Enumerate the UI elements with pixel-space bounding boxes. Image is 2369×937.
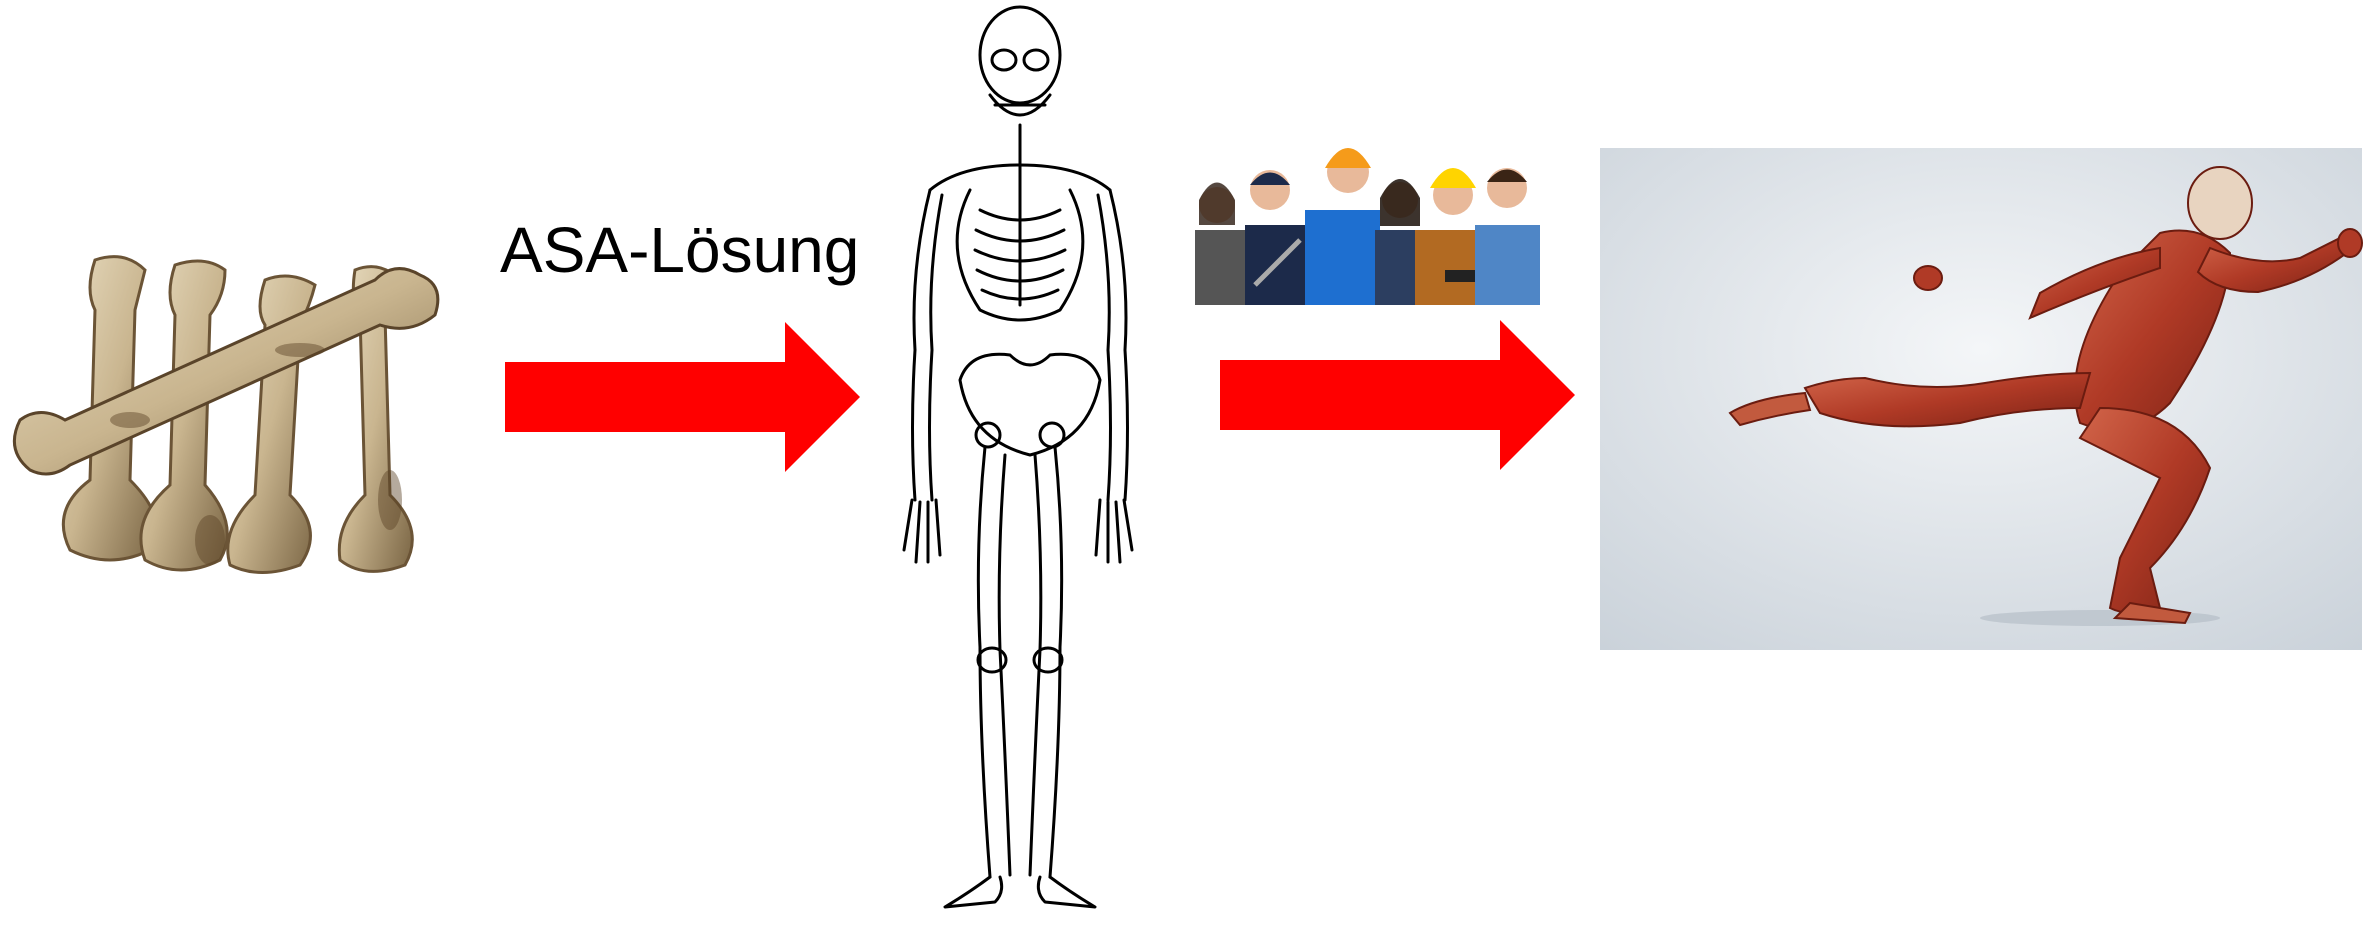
bones-image — [0, 240, 480, 620]
process-label: ASA-Lösung — [500, 218, 859, 282]
workers-group-photo — [1195, 110, 1550, 305]
muscular-runner-image — [1600, 148, 2362, 650]
skeleton-drawing — [880, 0, 1180, 937]
arrow-right-icon — [505, 322, 865, 472]
arrow-right-icon — [1220, 320, 1580, 470]
